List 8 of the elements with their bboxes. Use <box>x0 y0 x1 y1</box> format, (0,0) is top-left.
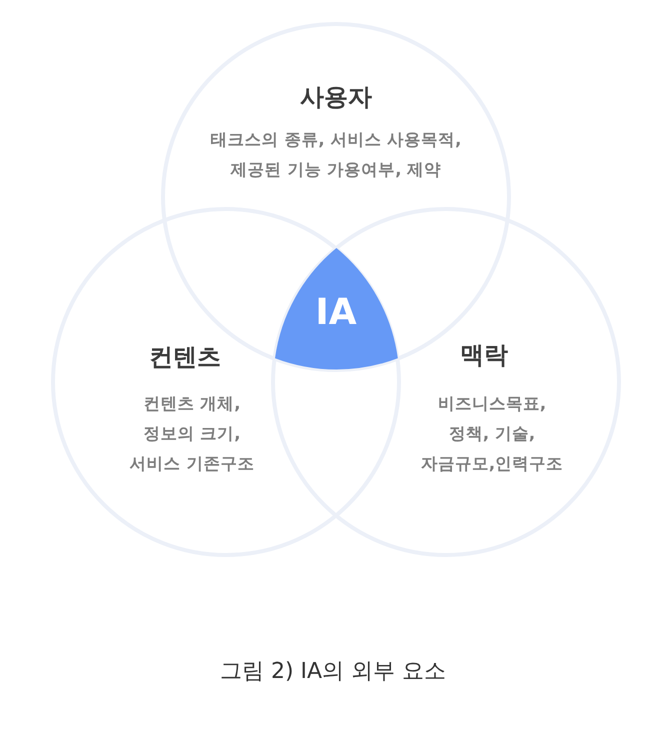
description: 태크스의 종류, 서비스 사용목적, 제공된 기능 가용여부, 제약 <box>210 129 462 181</box>
description: 비즈니스목표, 정책, 기술, 자금규모,인력구조 <box>420 393 564 475</box>
heading: 맥락 <box>460 340 508 370</box>
heading: 사용자 <box>300 82 372 112</box>
region-label: IA <box>315 292 357 333</box>
figure-caption: 그림 2) IA의 외부 요소 <box>220 658 446 686</box>
description: 컨텐츠 개체, 정보의 크기, 서비스 기존구조 <box>128 393 256 475</box>
heading: 컨텐츠 <box>149 342 221 372</box>
